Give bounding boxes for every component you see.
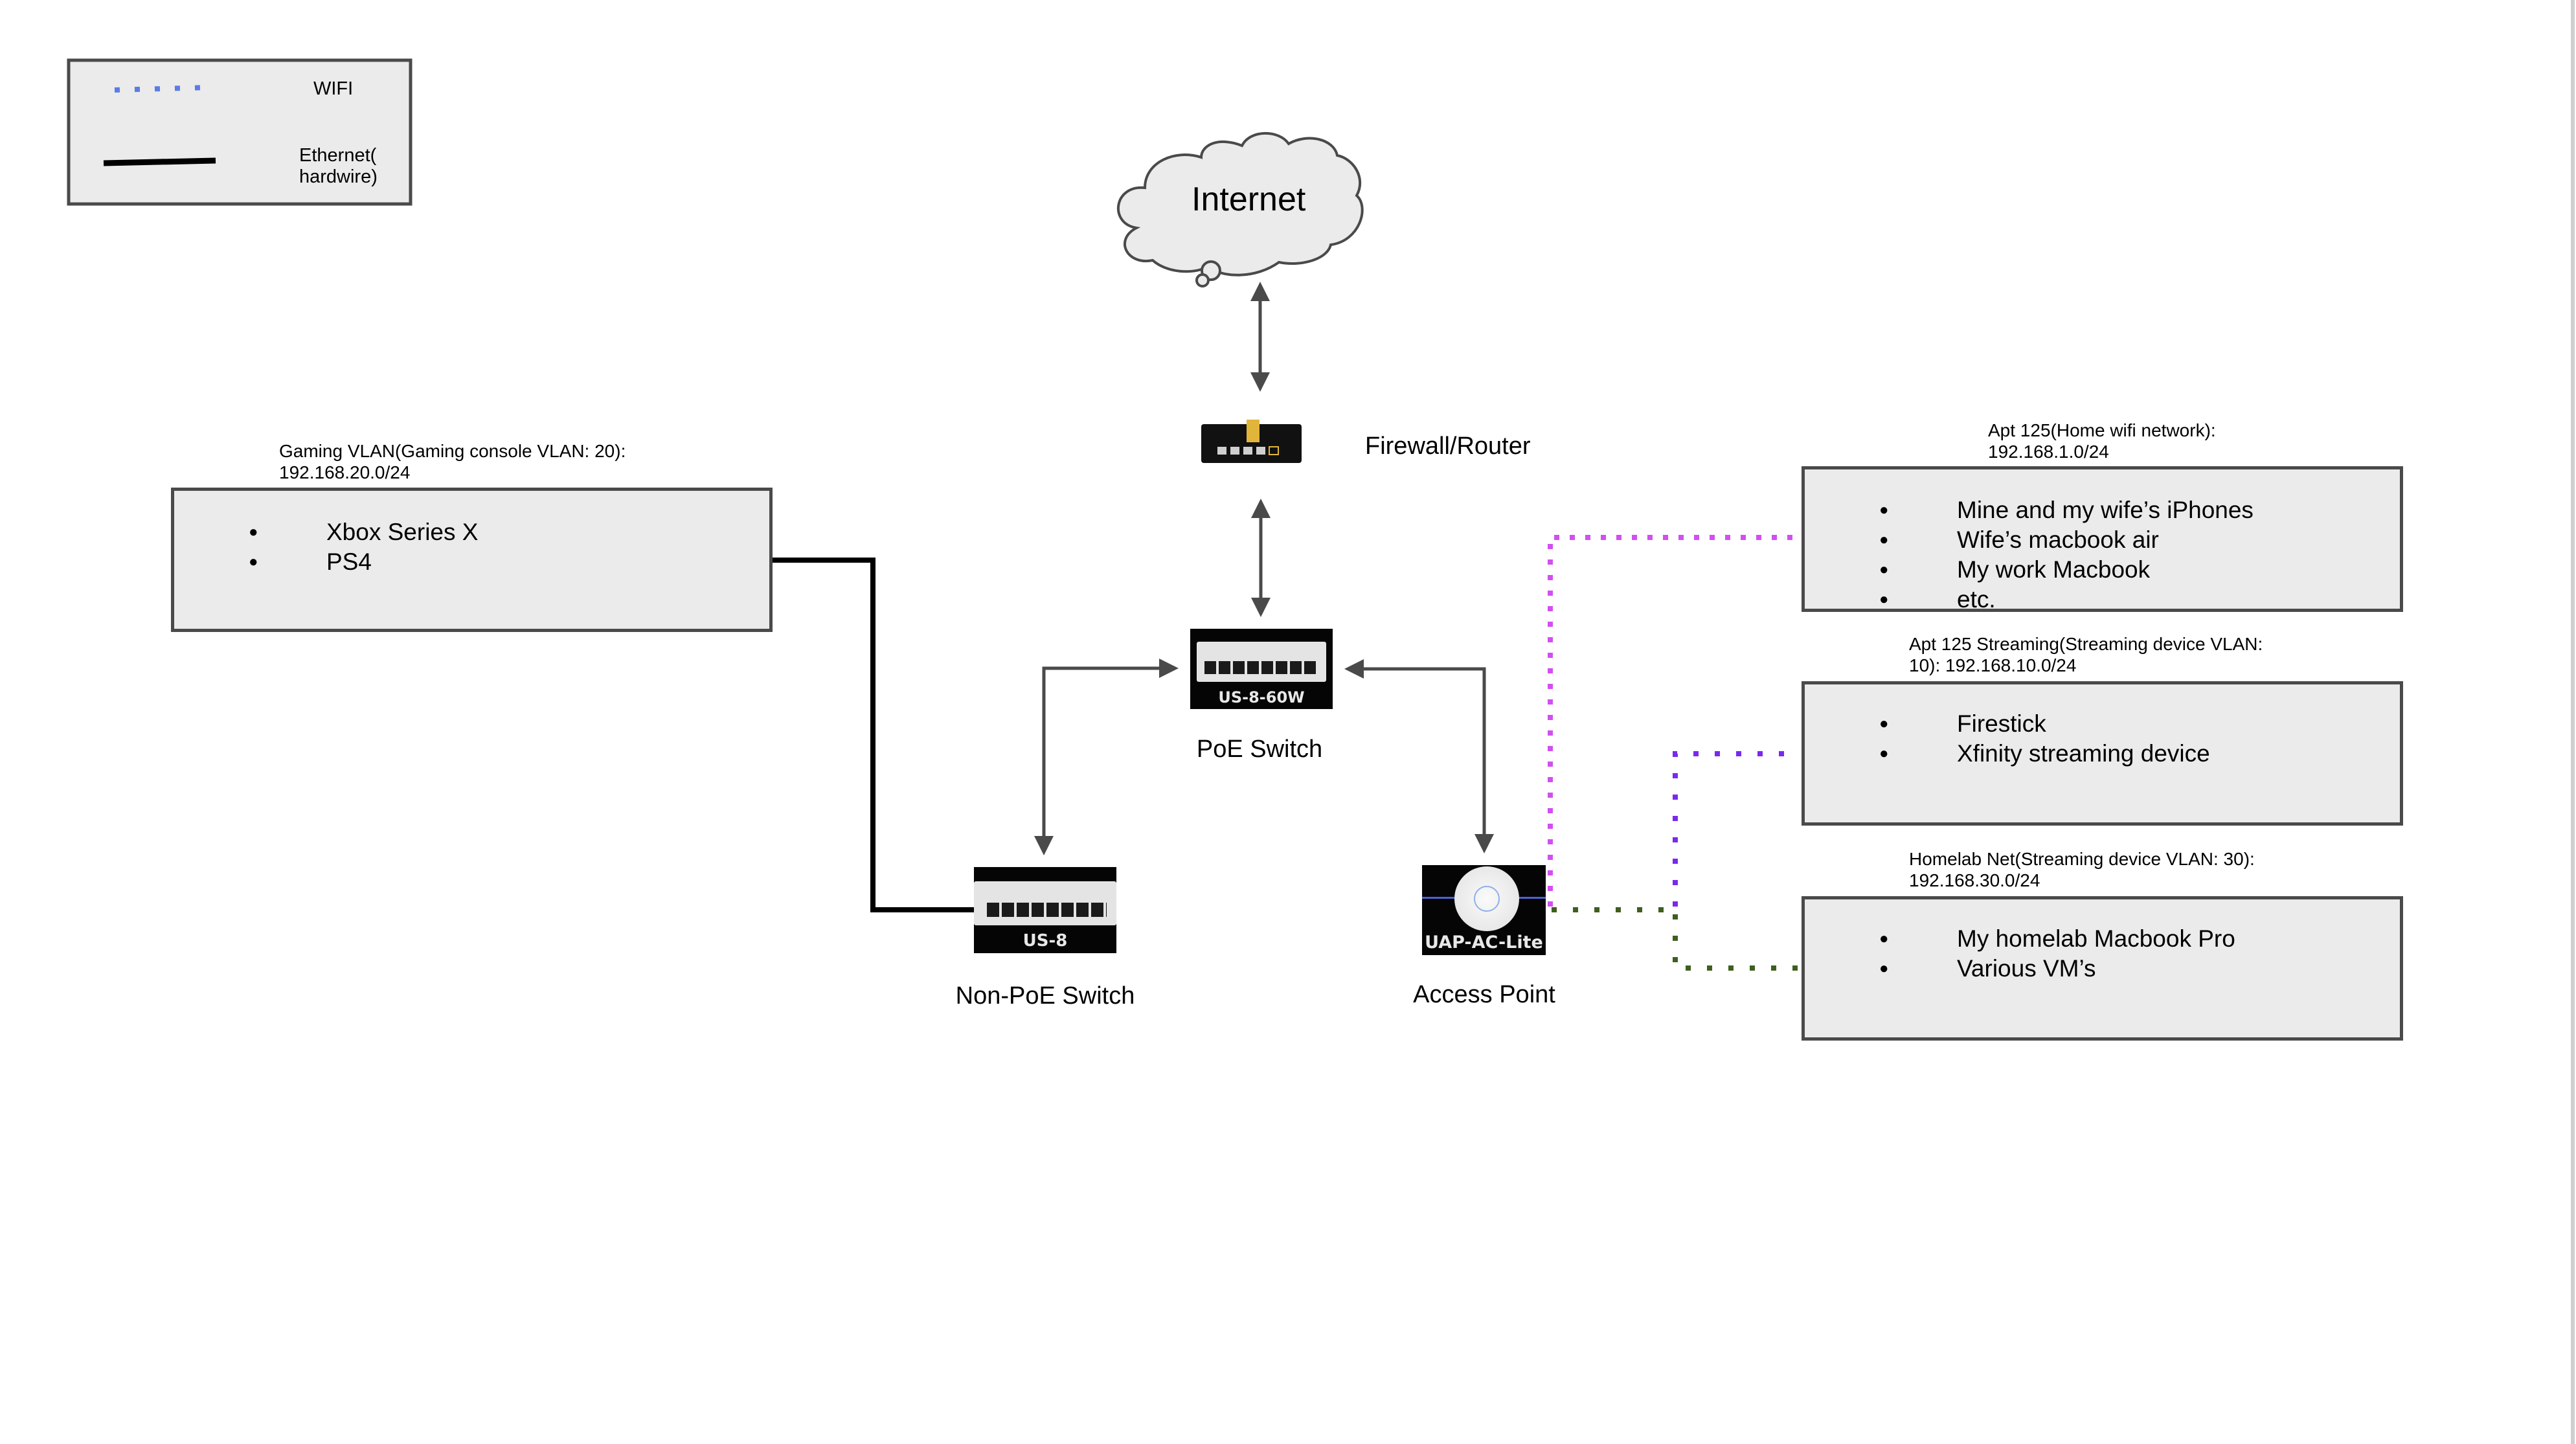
gaming-vlan-name: Gaming VLAN(Gaming console VLAN: 20): (279, 441, 626, 461)
gaming-vlan-box: Xbox Series X PS4 (171, 488, 773, 632)
home-wifi-subnet: 192.168.1.0/24 (1988, 442, 2109, 462)
home-wifi-name: Apt 125(Home wifi network): (1988, 420, 2216, 440)
switch-ports (987, 903, 1107, 917)
nonpoe-switch-model: US-8 (1022, 931, 1068, 951)
canvas-right-edge (2571, 0, 2575, 1444)
list-item: Xfinity streaming device (1879, 739, 2210, 769)
homelab-vlan-title: Homelab Net(Streaming device VLAN: 30): … (1909, 848, 2255, 891)
access-point-icon[interactable]: UAP-AC-Lite (1422, 865, 1546, 955)
internet-cloud-icon (1116, 131, 1364, 288)
link-ap-streaming (1673, 751, 1787, 907)
list-item: PS4 (249, 547, 478, 577)
home-wifi-box: Mine and my wife’s iPhones Wife’s macboo… (1802, 466, 2403, 615)
legend-ethernet-label: Ethernet( hardwire) (299, 145, 378, 187)
legend-ethernet-swatch (103, 157, 216, 166)
streaming-vlan-name: Apt 125 Streaming(Streaming device VLAN: (1909, 634, 2263, 654)
home-wifi-device-list: Mine and my wife’s iPhones Wife’s macboo… (1879, 495, 2254, 615)
link-poe-ap (1344, 659, 1494, 853)
list-item: Wife’s macbook air (1879, 525, 2254, 555)
internet-label: Internet (1192, 181, 1306, 218)
switch-ports (1204, 661, 1318, 674)
poe-switch-label: PoE Switch (1196, 736, 1323, 763)
nonpoe-switch-icon[interactable]: US-8 (974, 867, 1116, 953)
link-ap-homelab (1552, 907, 1800, 971)
list-item: My work Macbook (1879, 555, 2254, 585)
list-item: Mine and my wife’s iPhones (1879, 495, 2254, 525)
home-wifi-title: Apt 125(Home wifi network): 192.168.1.0/… (1988, 420, 2216, 462)
poe-switch-model: US-8-60W (1218, 688, 1305, 706)
homelab-vlan-name: Homelab Net(Streaming device VLAN: 30): (1909, 849, 2255, 869)
poe-switch-icon[interactable]: US-8-60W (1190, 629, 1333, 709)
streaming-device-list: Firestick Xfinity streaming device (1879, 709, 2210, 769)
list-item: etc. (1879, 585, 2254, 615)
streaming-vlan-title: Apt 125 Streaming(Streaming device VLAN:… (1909, 633, 2263, 676)
link-ap-home-wifi (1548, 535, 1802, 907)
homelab-vlan-box: My homelab Macbook Pro Various VM’s (1802, 896, 2403, 1041)
gaming-device-list: Xbox Series X PS4 (249, 517, 478, 577)
legend-wifi-label: WIFI (313, 78, 354, 99)
access-point-label: Access Point (1413, 981, 1555, 1008)
legend-box (67, 58, 412, 206)
homelab-device-list: My homelab Macbook Pro Various VM’s (1879, 924, 2235, 984)
nonpoe-switch-label: Non-PoE Switch (955, 982, 1135, 1010)
access-point-model: UAP-AC-Lite (1425, 932, 1543, 953)
link-poe-nonpoe (1034, 659, 1179, 855)
gaming-vlan-title: Gaming VLAN(Gaming console VLAN: 20): 19… (279, 440, 626, 483)
list-item: My homelab Macbook Pro (1879, 924, 2235, 954)
streaming-vlan-subnet: 10): 192.168.10.0/24 (1909, 655, 2077, 675)
list-item: Various VM’s (1879, 954, 2235, 984)
link-gaming-nonpoe-ethernet (773, 558, 974, 912)
homelab-vlan-subnet: 192.168.30.0/24 (1909, 870, 2040, 890)
streaming-vlan-box: Firestick Xfinity streaming device (1802, 681, 2403, 826)
gaming-vlan-subnet: 192.168.20.0/24 (279, 462, 411, 482)
firewall-router-icon (1201, 420, 1302, 463)
list-item: Firestick (1879, 709, 2210, 739)
list-item: Xbox Series X (249, 517, 478, 547)
ap-disc (1454, 866, 1519, 931)
ap-ring (1474, 886, 1500, 912)
router-label: Firewall/Router (1365, 433, 1531, 460)
